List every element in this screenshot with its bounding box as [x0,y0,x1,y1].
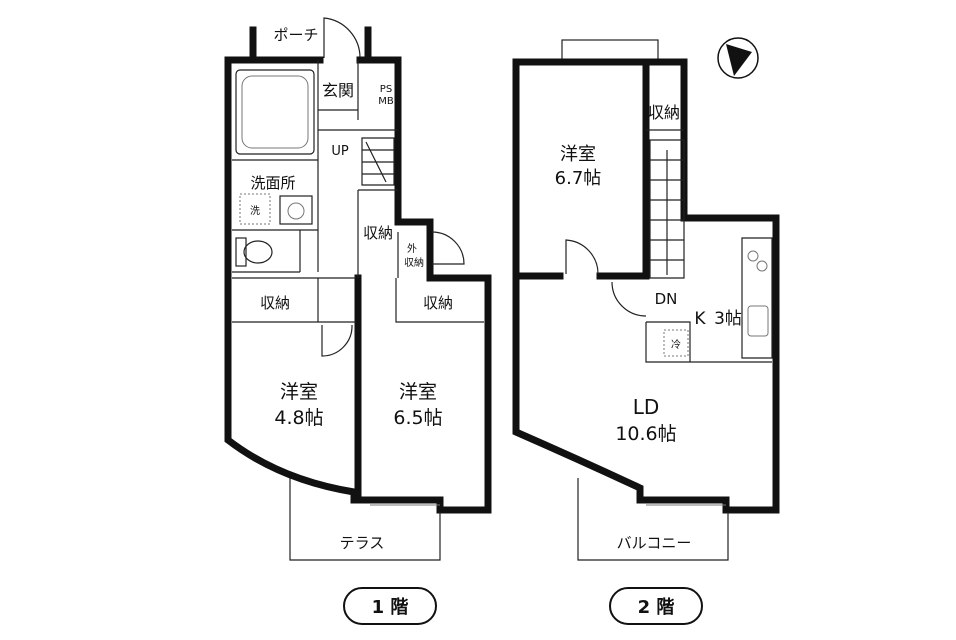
floor2-outer-wall [512,58,780,514]
door-swing-icon [323,17,361,59]
fridge-icon [663,329,689,357]
terrace-label: テラス [340,534,385,552]
entrance-walls [318,60,398,131]
storage-left-walls [232,277,356,323]
stair-icon [649,139,685,279]
storage-label: 収納 [648,103,680,122]
room-left-name: 洋室 [280,381,318,403]
ld-size: 10.6帖 [615,423,676,445]
floor2-label-badge: 2 階 [609,587,703,625]
storage-stair-label: 収納 [363,224,393,242]
room-left-size: 4.8帖 [274,407,323,429]
floor1-plan: ポーチ 玄関 PS MB UP 洗面所 洗 収納 外 収納 収納 収納 洋室 4… [224,17,492,561]
floor2-plan: 収納 洋室 6.7帖 DN K 3帖 冷 LD 10.6帖 バルコニー [512,37,780,561]
ld-name: LD [633,395,660,419]
kitchen-size-label: 3帖 [714,309,742,329]
sink-icon [747,305,769,337]
toilet-icon [235,237,247,267]
outdoor-storage-label-1: 外 [407,243,417,255]
stair-storage-walls [357,189,399,278]
washroom-label: 洗面所 [250,174,295,192]
porch-label: ポーチ [273,26,318,44]
fridge-label: 冷 [671,338,681,351]
stair-icon [361,137,395,186]
north-arrow-icon [717,37,759,79]
door-swing-icon [565,239,599,275]
door-swing-icon [431,231,465,265]
floor1-label: 1 階 [372,597,409,618]
kitchen-partition [645,321,772,363]
stove-icon [747,250,759,262]
balcony-label: バルコニー [617,534,692,552]
room-name: 洋室 [560,144,596,165]
entrance-label: 玄関 [322,81,354,100]
washer-label: 洗 [250,205,260,217]
balcony-outline [577,478,729,561]
wet-area-walls [232,60,319,273]
storage-right-label: 収納 [423,294,453,312]
door-swing-icon [611,281,647,317]
floor1-label-badge: 1 階 [343,587,437,625]
storage-right-walls [395,278,484,323]
washer-icon [239,193,271,225]
room-right-name: 洋室 [399,381,437,403]
storage-left-label: 収納 [260,294,290,312]
ps-label: PS [380,84,392,95]
dn-label: DN [655,290,678,308]
sink-icon [279,195,313,225]
room-right-size: 6.5帖 [393,407,442,429]
up-label: UP [331,144,349,159]
terrace-outline [289,478,441,561]
kitchen-counter [741,237,773,359]
kitchen-k-label: K [694,309,706,329]
floor2-bedroom-wall [512,58,650,280]
mb-label: MB [378,96,394,107]
floor2-label: 2 階 [638,597,675,618]
door-swing-icon [321,324,353,357]
room-size: 6.7帖 [555,168,602,189]
bathtub-icon [235,69,315,155]
outdoor-storage-label-2: 収納 [404,256,424,269]
floor1-outer-wall-left [224,56,358,504]
